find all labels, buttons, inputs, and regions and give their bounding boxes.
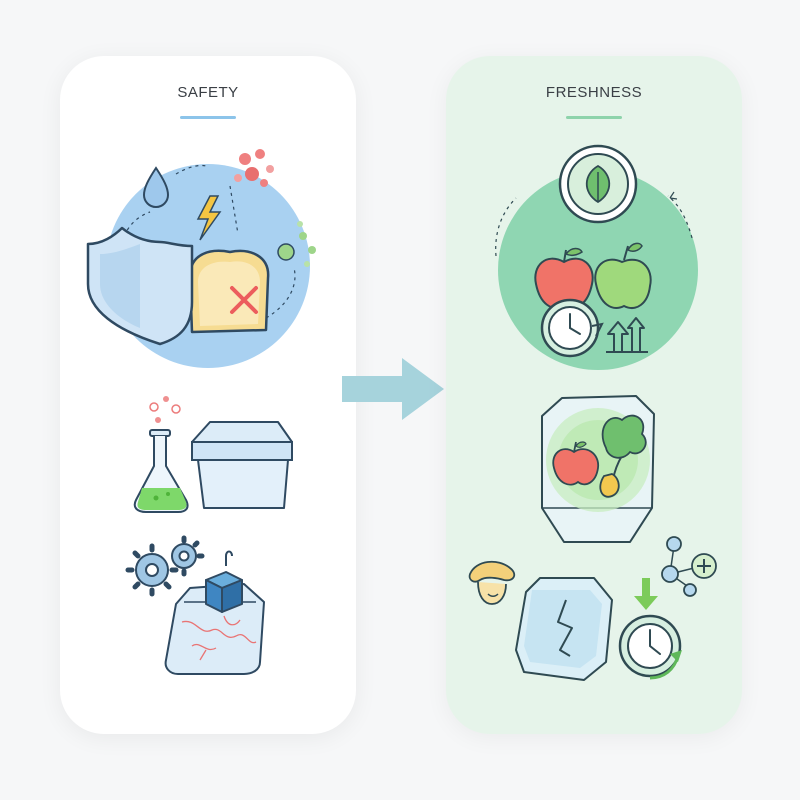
safety-title-underline xyxy=(180,116,236,119)
freshness-title-underline xyxy=(566,116,622,119)
freshness-panel: FRESHNESS xyxy=(446,56,742,734)
safety-illustrations xyxy=(86,149,316,675)
freshness-illustrations xyxy=(468,144,717,681)
transition-arrow xyxy=(342,358,444,420)
sealed-bag-gears-icon xyxy=(125,535,265,675)
safety-panel: SAFETY xyxy=(60,56,356,734)
contamination-barrier-icon xyxy=(86,149,316,368)
lab-flask-container-icon xyxy=(133,396,293,513)
fresh-produce-timer-icon xyxy=(495,144,698,370)
freshness-title: FRESHNESS xyxy=(545,84,643,101)
sealed-produce-icon xyxy=(541,395,655,543)
storage-extras-icon xyxy=(468,536,717,681)
safety-title: SAFETY xyxy=(177,84,239,101)
